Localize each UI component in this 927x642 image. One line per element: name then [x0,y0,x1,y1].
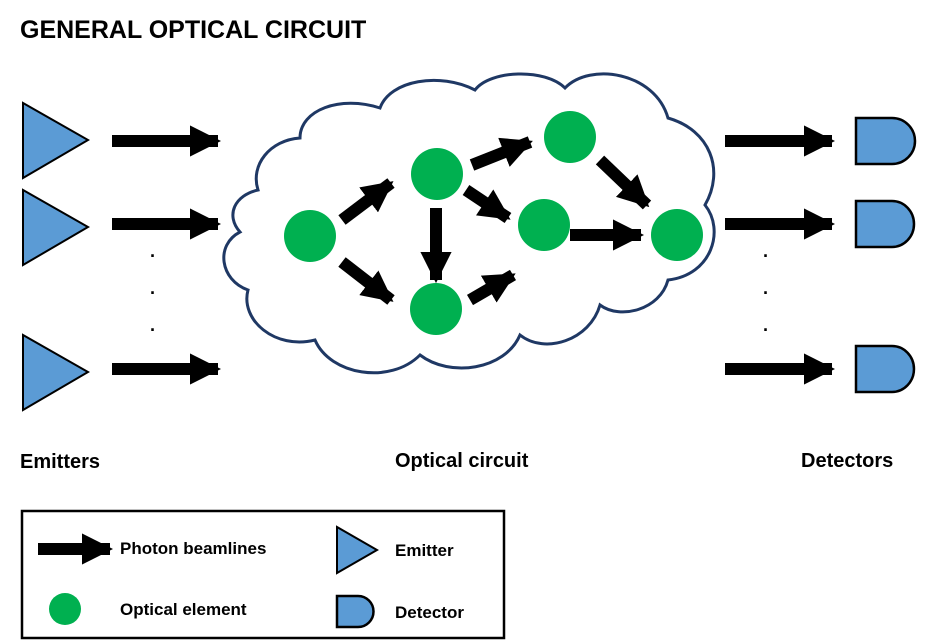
legend-detector-icon [335,594,375,629]
beamline-arrow [338,257,395,305]
optical-element-node [651,209,703,261]
ellipsis-dot: · [150,320,156,340]
optical-elements [284,111,703,335]
emitter-icon [22,333,91,412]
optical-element-node [518,199,570,251]
legend-beamlines-label: Photon beamlines [120,539,266,558]
detector-group [854,116,917,394]
legend-box [20,509,506,640]
circuit-beamlines [338,136,652,306]
legend: Photon beamlines Optical element Emitter… [20,509,506,640]
beamline-arrow [595,155,652,210]
detector-ellipsis: · · · [763,246,769,340]
detectors-label: Detectors [801,450,893,472]
beamline-arrow [466,269,517,306]
optical-element-node [284,210,336,262]
ellipsis-dot: · [763,283,769,303]
beamline-arrow [469,136,533,171]
legend-emitter-icon [336,525,380,575]
ellipsis-dot: · [150,246,156,266]
beamline-arrow [462,185,512,223]
emitter-icon [22,101,91,180]
optical-circuit-label: Optical circuit [395,450,529,472]
legend-element-icon [49,593,81,625]
optical-element-node [544,111,596,163]
emitter-ellipsis: · · · [150,246,156,340]
detector-icon [854,199,916,249]
ellipsis-dot: · [150,283,156,303]
emitters-label: Emitters [20,451,100,473]
ellipsis-dot: · [763,246,769,266]
output-beamlines [725,125,836,385]
emitter-icon [22,188,91,267]
optical-element-node [411,148,463,200]
emitter-group [22,101,91,412]
input-beamlines [112,125,222,385]
beamline-arrow [338,178,395,225]
optical-element-node [410,283,462,335]
detector-icon [854,116,917,166]
diagram-title: GENERAL OPTICAL CIRCUIT [20,16,366,44]
legend-element-label: Optical element [120,600,247,619]
detector-icon [854,344,916,394]
ellipsis-dot: · [763,320,769,340]
legend-emitter-label: Emitter [395,541,454,560]
legend-detector-label: Detector [395,603,464,622]
